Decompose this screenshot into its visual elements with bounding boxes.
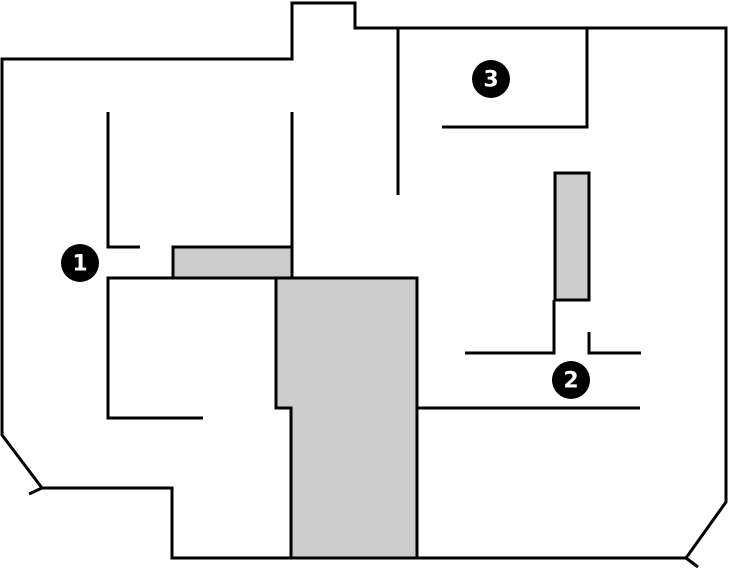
marker-1-circle <box>61 244 99 282</box>
marker-3[interactable]: 3 <box>472 60 510 98</box>
marker-1[interactable]: 1 <box>61 244 99 282</box>
marker-2[interactable]: 2 <box>552 361 590 399</box>
marker-3-circle <box>472 60 510 98</box>
marker-2-label: 2 <box>563 369 578 394</box>
shaded-column-right <box>553 171 591 302</box>
wall-room3 <box>442 28 589 129</box>
marker-1-label: 1 <box>72 252 87 277</box>
marker-3-label: 3 <box>483 68 498 93</box>
shaded-central-block <box>274 276 419 560</box>
wall-tick-left <box>28 486 43 496</box>
wall-room2-left <box>465 300 556 355</box>
outer-wall <box>0 1 728 560</box>
shaded-corridor-left <box>171 245 294 280</box>
wall-room1-upper <box>106 112 140 249</box>
wall-room1-lower <box>106 276 276 420</box>
wall-room2-right <box>587 332 641 355</box>
shaded-areas <box>171 171 591 560</box>
wall-tick-right <box>685 556 699 569</box>
marker-2-circle <box>552 361 590 399</box>
